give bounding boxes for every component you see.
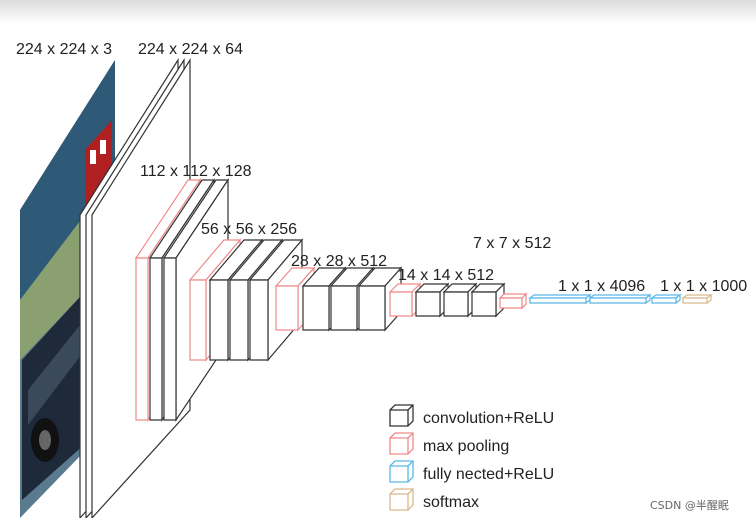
legend-item-fc: fully nected+ReLU: [389, 460, 554, 483]
legend: convolution+ReLU max pooling fully necte…: [389, 404, 554, 511]
conv1-size-label: 224 x 224 x 64: [138, 41, 243, 58]
fc-size-label: 1 x 1 x 4096: [558, 278, 645, 295]
conv5-box-1: [414, 282, 450, 318]
pool5-size-label: 7 x 7 x 512: [473, 235, 551, 252]
legend-label-pool: max pooling: [423, 438, 509, 455]
legend-label-fc: fully nected+ReLU: [423, 466, 554, 483]
legend-label-conv: convolution+ReLU: [423, 410, 554, 427]
conv5-size-label: 14 x 14 x 512: [398, 267, 494, 284]
legend-item-pool: max pooling: [389, 432, 509, 455]
conv2-size-label: 112 x 112 x 128: [140, 163, 252, 180]
input-size-label: 224 x 224 x 3: [16, 41, 112, 58]
legend-item-conv: convolution+ReLU: [389, 404, 554, 427]
output-size-label: 1 x 1 x 1000: [660, 278, 747, 295]
conv5-box-2: [442, 282, 478, 318]
legend-item-softmax: softmax: [389, 488, 479, 511]
conv4-size-label: 28 x 28 x 512: [291, 253, 387, 270]
fc2-box: [588, 293, 652, 305]
fc1-box: [528, 293, 592, 305]
fc3-box: [650, 293, 682, 305]
conv5-box-3: [470, 282, 506, 318]
watermark: CSDN @半醒眠: [650, 498, 729, 512]
conv3-size-label: 56 x 56 x 256: [201, 221, 297, 238]
top-shadow-bar: [0, 0, 756, 24]
pool5-box: [498, 292, 528, 310]
legend-label-softmax: softmax: [423, 494, 479, 511]
softmax-box: [681, 293, 713, 305]
